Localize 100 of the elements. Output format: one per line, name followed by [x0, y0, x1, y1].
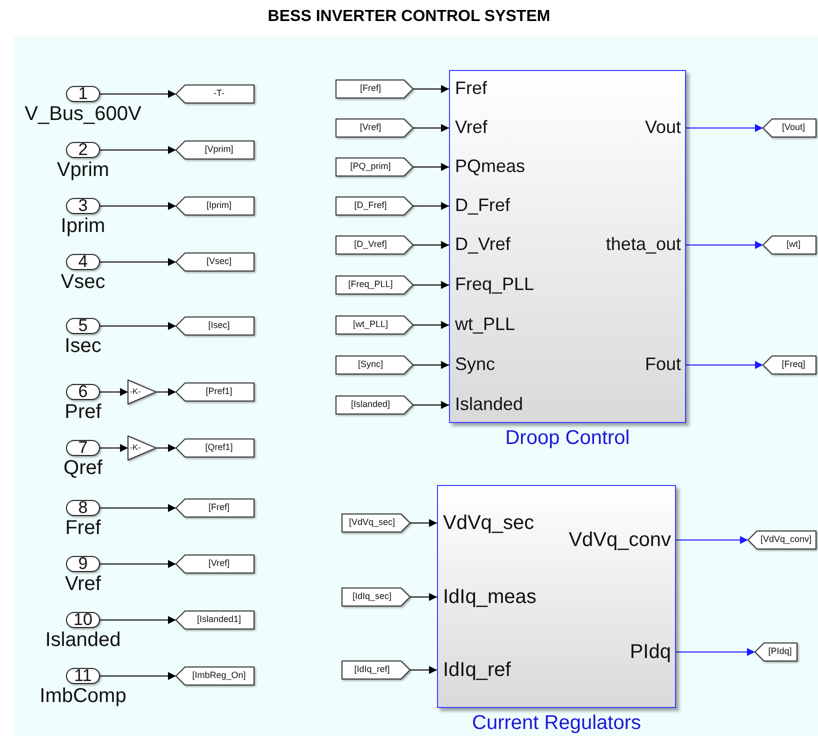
tag-label: [Freq] — [782, 360, 806, 370]
from-tag — [342, 588, 410, 606]
goto-tag — [176, 555, 254, 573]
signal-arrow — [410, 666, 437, 674]
from-tag — [342, 514, 410, 532]
gain-label: -K- — [130, 388, 141, 396]
tag-label: [ImbReg_On] — [192, 671, 246, 681]
tag-label: [Vsec] — [206, 257, 232, 267]
gain-triangle — [128, 380, 156, 404]
signal-arrow — [156, 388, 176, 396]
signal-arrow — [100, 202, 176, 210]
from-tag — [336, 276, 413, 294]
port-number: 5 — [78, 316, 88, 336]
from-tag — [336, 197, 413, 215]
from-tag — [336, 119, 413, 137]
port-label: PQmeas — [455, 157, 526, 177]
tag-label: [Vref] — [208, 559, 230, 569]
port-number: 9 — [78, 554, 88, 574]
signal-arrow — [676, 536, 748, 544]
port-label: wt_PLL — [455, 315, 516, 335]
signal-arrow — [100, 672, 176, 680]
port-name: Vsec — [60, 271, 106, 293]
signal-arrow — [100, 90, 176, 98]
port-label: Islanded — [455, 395, 524, 415]
goto-tag — [176, 141, 254, 159]
signal-arrow — [100, 322, 176, 330]
port-label: Vref — [455, 118, 488, 138]
signal-arrow — [413, 202, 449, 210]
signal-arrow — [413, 361, 449, 369]
tag-label: [IdIq_ref] — [354, 665, 390, 675]
tag-label: [Vout] — [782, 123, 806, 133]
port-label: PIdq — [630, 641, 671, 663]
diagram-title: BESS INVERTER CONTROL SYSTEM — [268, 8, 550, 26]
tag-label: [wt] — [786, 240, 800, 250]
port-number: 6 — [78, 382, 88, 402]
block-name: Current Regulators — [471, 712, 642, 734]
signal-arrow — [686, 241, 763, 249]
signal-arrow — [410, 519, 437, 527]
port-name: V_Bus_600V — [24, 103, 142, 125]
goto-tag — [176, 383, 254, 401]
tag-label: [Islanded] — [350, 400, 390, 410]
gain-label: -K- — [130, 444, 141, 452]
goto-tag — [763, 356, 816, 374]
port-label: VdVq_conv — [568, 529, 671, 551]
port-number: 2 — [78, 140, 88, 160]
tag-label: [wt_PLL] — [352, 320, 388, 330]
signal-arrow — [100, 388, 128, 396]
tag-label: [Sync] — [358, 360, 383, 370]
from-tag — [336, 158, 413, 176]
tag-label: -T- — [214, 89, 224, 99]
port-label: D_Fref — [455, 196, 510, 216]
signal-arrow — [413, 321, 449, 329]
port-label: Fout — [644, 355, 681, 375]
signal-arrow — [686, 124, 763, 132]
from-tag — [336, 236, 413, 254]
goto-tag — [176, 317, 254, 335]
port-number: 4 — [78, 252, 88, 272]
goto-tag — [176, 197, 254, 215]
port-name: Iprim — [60, 215, 106, 237]
port-label: IdIq_ref — [443, 659, 511, 681]
tag-label: [Vref] — [360, 123, 382, 133]
tag-label: [Islanded1] — [196, 615, 242, 625]
port-label: Freq_PLL — [455, 275, 534, 295]
tag-label: [Fref] — [208, 503, 230, 513]
goto-tag — [176, 667, 254, 685]
tag-label: [VdVq_conv] — [760, 535, 812, 545]
tag-label: [Freq_PLL] — [348, 280, 393, 290]
port-number: 1 — [78, 84, 88, 104]
signal-arrow — [100, 560, 176, 568]
tag-label: [Pref1] — [206, 387, 232, 397]
port-number: 10 — [74, 610, 92, 630]
port-name: Vprim — [56, 159, 110, 181]
port-name: Qref — [62, 457, 104, 479]
from-tag — [336, 80, 413, 98]
goto-tag — [176, 439, 254, 457]
port-number: 3 — [78, 196, 88, 216]
goto-tag — [176, 253, 254, 271]
tag-label: [IdIq_sec] — [352, 592, 392, 602]
port-label: Sync — [455, 355, 496, 375]
signal-arrow — [156, 444, 176, 452]
port-number: 7 — [78, 438, 88, 458]
signal-arrow — [413, 401, 449, 409]
signal-arrow — [100, 616, 176, 624]
port-label: Fref — [455, 79, 488, 99]
goto-tag — [748, 531, 816, 549]
from-tag — [336, 396, 413, 414]
signal-arrow — [100, 146, 176, 154]
goto-tag — [176, 611, 254, 629]
port-name: ImbComp — [38, 685, 128, 707]
port-name: Islanded — [44, 629, 122, 651]
port-label: Vout — [644, 118, 681, 138]
tag-label: [Iprim] — [206, 201, 232, 211]
port-number: 11 — [74, 666, 92, 686]
tag-label: [PQ_prim] — [350, 162, 391, 172]
signal-arrow — [100, 444, 128, 452]
from-tag — [342, 661, 410, 679]
signal-arrow — [686, 361, 763, 369]
gain-triangle — [128, 436, 156, 460]
port-label: VdVq_sec — [443, 512, 534, 534]
signal-arrow — [413, 85, 449, 93]
